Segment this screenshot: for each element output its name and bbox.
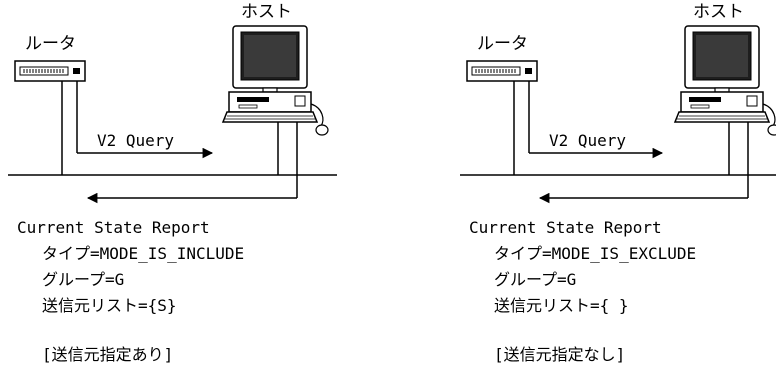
caption: [送信元指定あり]	[42, 345, 174, 364]
router-label: ルータ	[477, 34, 528, 54]
panel-left-graphics	[8, 25, 337, 204]
host-label: ホスト	[693, 2, 744, 22]
router-icon	[14, 60, 86, 82]
panel-right-graphics	[460, 25, 776, 204]
report-title: Current State Report	[469, 218, 662, 237]
report-group-line: グループ=G	[494, 270, 577, 289]
report-type-line: タイプ=MODE_IS_INCLUDE	[42, 244, 245, 263]
host-label: ホスト	[241, 2, 292, 22]
report-group-line: グループ=G	[42, 270, 125, 289]
report-source-list-line: 送信元リスト={S}	[42, 296, 177, 315]
query-label: V2 Query	[97, 131, 175, 150]
caption: [送信元指定なし]	[494, 345, 626, 364]
report-type-line: タイプ=MODE_IS_EXCLUDE	[494, 244, 697, 263]
report-title: Current State Report	[17, 218, 210, 237]
router-label: ルータ	[25, 34, 76, 54]
report-source-list-line: 送信元リスト={ }	[494, 296, 629, 315]
host-computer-icon	[222, 25, 329, 136]
host-computer-icon	[674, 25, 776, 136]
router-icon	[466, 60, 538, 82]
query-label: V2 Query	[549, 131, 627, 150]
